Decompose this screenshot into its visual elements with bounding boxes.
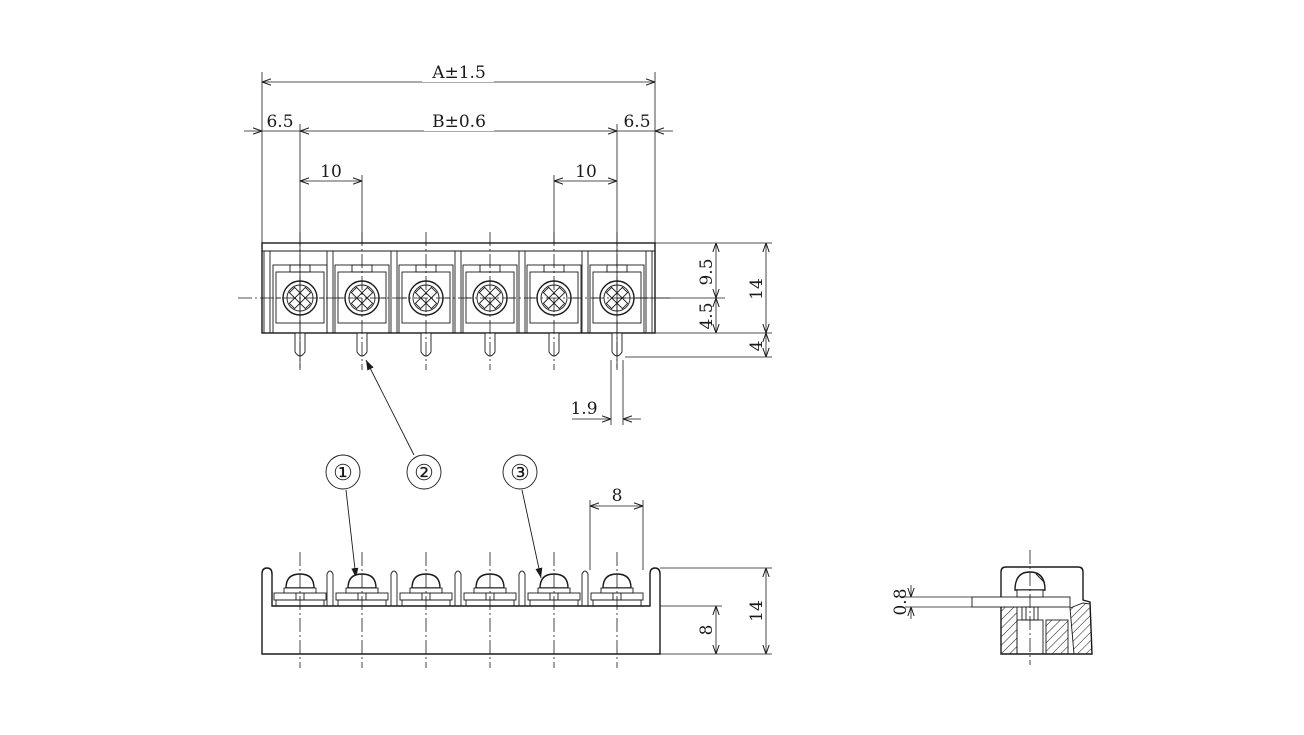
callouts: ① ② ③: [325, 359, 543, 579]
side-view-body: [1000, 566, 1093, 655]
front-terminal: [335, 552, 389, 668]
dim-top-to-screw-label: 9.5: [697, 258, 717, 285]
callout-1-label: ①: [333, 461, 353, 486]
callout-3-label: ③: [510, 461, 530, 486]
top-terminal: [462, 232, 518, 370]
dim-pitch-left-label: 10: [320, 162, 342, 182]
dim-end-offset-left-label: 6.5: [266, 112, 293, 132]
top-view: [238, 232, 672, 370]
top-barrier: [390, 250, 398, 334]
dim-top-view-vertical: 9.5 4.5 14 4: [617, 242, 772, 358]
dim-overall-length-label: A±1.5: [431, 63, 486, 83]
top-barrier: [263, 250, 271, 334]
dim-pitch-span: B±0.6 6.5 6.5: [244, 110, 673, 368]
top-view-terminals: [263, 232, 653, 370]
top-barrier: [326, 250, 334, 334]
front-barrier: [518, 570, 526, 606]
dim-front-view: 8 14 8: [589, 486, 772, 655]
dim-pin-width-label: 1.9: [570, 399, 597, 419]
top-terminal: [334, 232, 390, 370]
dim-pitch: 10 10: [300, 162, 617, 243]
front-terminal: [590, 552, 644, 668]
front-barrier: [326, 570, 334, 606]
top-view-body: [261, 242, 656, 334]
dim-block-depth-label: 14: [747, 278, 767, 300]
top-barrier: [454, 250, 462, 334]
callout-2-label: ②: [414, 461, 434, 486]
dim-screw-to-bottom-label: 4.5: [697, 302, 717, 329]
dim-side-height-label: 14: [747, 600, 767, 622]
dim-overall-length: A±1.5: [261, 60, 656, 243]
dim-pitch-span-label: B±0.6: [432, 112, 486, 132]
front-view-terminals: [273, 552, 644, 668]
top-terminal: [398, 232, 454, 370]
dim-end-offset-right-label: 6.5: [623, 112, 650, 132]
front-terminal: [527, 552, 581, 668]
side-view: 0.8: [891, 550, 1093, 665]
dim-pin-width: 1.9: [570, 360, 641, 425]
front-terminal: [273, 552, 327, 668]
top-terminal: [526, 232, 582, 370]
front-terminal: [463, 552, 517, 668]
dim-side-base-height-label: 8: [697, 625, 717, 636]
dim-barrier-spacing-label: 8: [612, 486, 623, 506]
front-barrier: [581, 570, 589, 606]
dim-pin-length-label: 4: [747, 341, 767, 352]
top-barrier: [645, 250, 653, 334]
dim-pitch-right-label: 10: [575, 162, 597, 182]
dim-plate-thickness-label: 0.8: [891, 588, 911, 615]
front-view: [261, 552, 661, 668]
front-barrier: [390, 570, 398, 606]
front-view-body: [261, 567, 661, 655]
top-barrier: [518, 250, 526, 334]
front-barrier: [454, 570, 462, 606]
top-barrier: [581, 250, 589, 334]
front-terminal: [399, 552, 453, 668]
